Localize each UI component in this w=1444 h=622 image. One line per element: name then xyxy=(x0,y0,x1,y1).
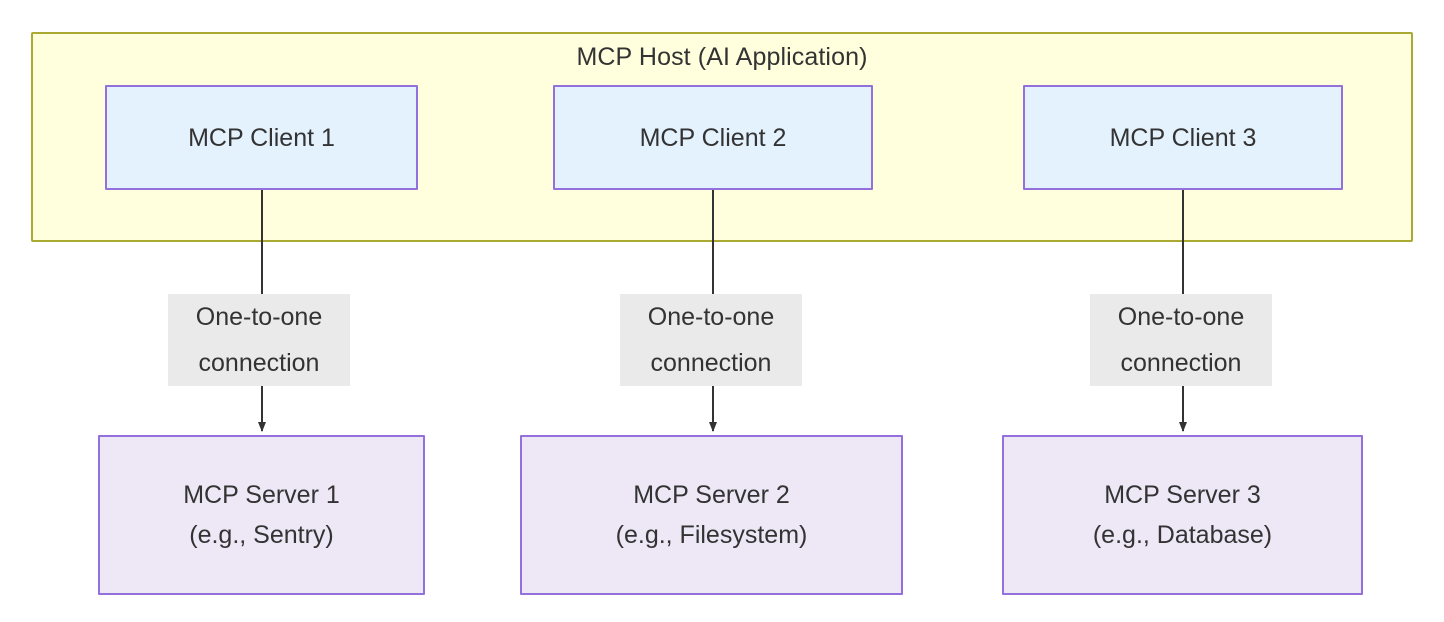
edge-label-3-line-2: connection xyxy=(1120,349,1242,377)
edge-label-1-line-1: One-to-one xyxy=(195,303,323,331)
node-mcp-server-2-subtitle: (e.g., Filesystem) xyxy=(615,521,808,549)
node-mcp-server-1-subtitle: (e.g., Sentry) xyxy=(189,521,334,549)
edge-label-2-line-2: connection xyxy=(650,349,772,377)
node-mcp-client-2-label: MCP Client 2 xyxy=(639,123,787,152)
edge-label-one-to-one-connection-1: One-to-one connection xyxy=(168,294,350,386)
node-mcp-client-2[interactable]: MCP Client 2 xyxy=(553,85,873,190)
edge-label-2-line-1: One-to-one xyxy=(647,303,775,331)
node-mcp-server-3[interactable]: MCP Server 3 (e.g., Database) xyxy=(1002,435,1363,595)
node-mcp-server-1-title: MCP Server 1 xyxy=(183,481,340,509)
node-mcp-server-1[interactable]: MCP Server 1 (e.g., Sentry) xyxy=(98,435,425,595)
node-mcp-server-2[interactable]: MCP Server 2 (e.g., Filesystem) xyxy=(520,435,903,595)
node-mcp-client-1-label: MCP Client 1 xyxy=(188,123,335,152)
mcp-host-title: MCP Host (AI Application) xyxy=(576,43,868,71)
edge-label-one-to-one-connection-2: One-to-one connection xyxy=(620,294,802,386)
node-mcp-server-3-subtitle: (e.g., Database) xyxy=(1092,521,1273,549)
node-mcp-client-3[interactable]: MCP Client 3 xyxy=(1023,85,1343,190)
node-mcp-server-2-title: MCP Server 2 xyxy=(633,481,790,509)
node-mcp-client-1[interactable]: MCP Client 1 xyxy=(105,85,418,190)
edge-label-1-line-2: connection xyxy=(198,349,320,377)
edge-label-one-to-one-connection-3: One-to-one connection xyxy=(1090,294,1272,386)
node-mcp-client-3-label: MCP Client 3 xyxy=(1109,123,1257,152)
node-mcp-server-3-title: MCP Server 3 xyxy=(1104,481,1261,509)
edge-label-3-line-1: One-to-one xyxy=(1117,303,1245,331)
